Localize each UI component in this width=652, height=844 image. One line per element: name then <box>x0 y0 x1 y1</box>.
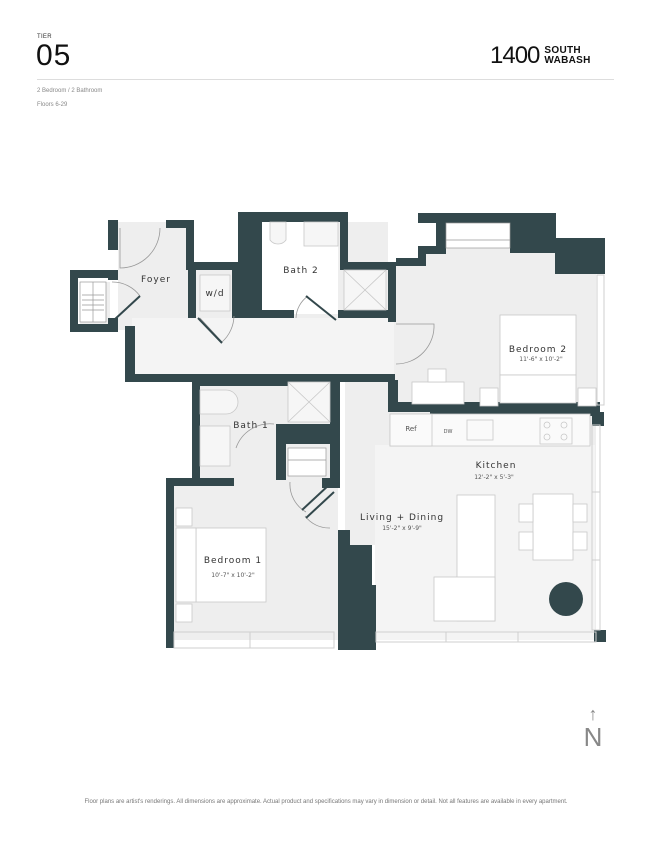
north-compass: ↑ N <box>582 705 604 751</box>
appliance-dw: DW <box>444 429 453 435</box>
floors-range: Floors 6-29 <box>37 102 68 108</box>
room-kitchen: Kitchen <box>476 461 517 471</box>
door-leaves <box>113 295 337 519</box>
room-living-dims: 15'-2" x 9'-9" <box>382 525 422 532</box>
room-foyer: Foyer <box>141 275 171 285</box>
brand-logo: 1400 SOUTH WABASH <box>490 44 591 68</box>
walls <box>70 212 606 650</box>
disclaimer: Floor plans are artist's renderings. All… <box>84 799 568 805</box>
room-bedroom1-dims: 10'-7" x 10'-2" <box>211 572 255 579</box>
room-kitchen-dims: 12'-2" x 5'-3" <box>474 474 514 481</box>
bath-fixtures <box>199 221 387 467</box>
north-label: N <box>583 722 603 752</box>
furniture <box>175 314 597 623</box>
kitchen-counter <box>389 413 591 447</box>
windows <box>173 274 605 649</box>
closets <box>79 222 511 477</box>
room-bath1: Bath 1 <box>233 421 269 431</box>
room-bedroom1: Bedroom 1 <box>204 556 262 566</box>
unit-type: 2 Bedroom / 2 Bathroom <box>37 88 103 94</box>
header-rule <box>37 79 614 80</box>
logo-wordmark: SOUTH WABASH <box>544 45 591 66</box>
appliance-ref: Ref <box>405 425 417 433</box>
room-bedroom2-dims: 11'-6" x 10'-2" <box>519 356 563 363</box>
room-living: Living + Dining <box>360 513 444 523</box>
doors <box>111 227 435 529</box>
room-wd: w/d <box>205 289 224 299</box>
tier-number: 05 <box>36 39 72 72</box>
room-bath2: Bath 2 <box>283 266 319 276</box>
room-bedroom2: Bedroom 2 <box>509 345 567 355</box>
tier-label: TIER <box>37 34 52 40</box>
logo-number: 1400 <box>490 42 540 69</box>
round-table <box>549 582 583 616</box>
north-arrow-icon: ↑ <box>588 704 598 724</box>
